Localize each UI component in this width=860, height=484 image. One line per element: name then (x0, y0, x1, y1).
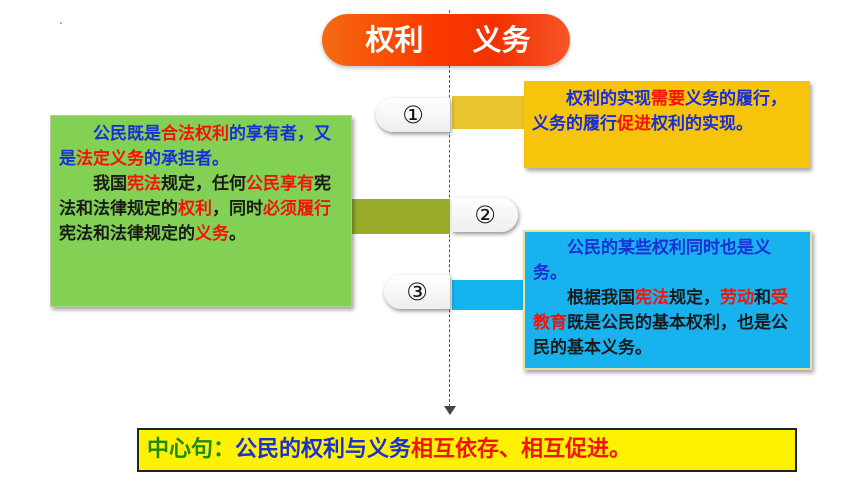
text-run: 公民的某些权利同时也是义务。 (533, 238, 771, 283)
text-run: 必须履行 (263, 199, 331, 219)
mutual-promotion-box: 权利的实现需要义务的履行，义务的履行促进权利的实现。 (524, 81, 810, 168)
text-run: 的承担者。 (144, 149, 229, 169)
text-run: 规定，任何 (161, 174, 246, 194)
text-run: 合法权利 (161, 124, 229, 144)
text-run: 促进 (617, 114, 651, 134)
text-run: 宪法和法律规定的 (59, 224, 195, 244)
text-run: 权利的实现。 (651, 114, 753, 134)
text-run: 宪法 (635, 288, 669, 308)
header-duties-label: 义务 (472, 23, 531, 57)
right-top-box-paragraph: 权利的实现需要义务的履行，义务的履行促进权利的实现。 (532, 87, 802, 137)
connector-bar-1 (452, 96, 526, 129)
summary-subject: 公民的权利与义务 (235, 437, 412, 462)
text-run: 义务的履行，义务的履行 (532, 89, 787, 134)
central-sentence-banner: 中心句：公民的权利与义务相互依存、相互促进。 (137, 428, 797, 472)
text-run: 。 (229, 224, 246, 244)
text-run: 法定义务 (76, 149, 144, 169)
text-run: 权利的实现 (566, 89, 651, 109)
axis-arrow-icon (444, 406, 456, 415)
text-run: 需要 (651, 89, 685, 109)
number-tab-2: ② (452, 198, 518, 232)
right-bottom-box-paragraph-2: 根据我国宪法规定，劳动和受教育既是公民的基本权利，也是公民的基本义务。 (533, 286, 802, 361)
text-run: 我国 (93, 174, 127, 194)
text-run: 义务 (195, 224, 229, 244)
text-run: 和 (754, 288, 771, 308)
connector-bar-2 (352, 199, 450, 234)
stray-dot (60, 22, 62, 24)
text-run: 公民既是 (93, 124, 161, 144)
number-tab-1: ① (376, 98, 450, 132)
text-run: 受教育 (533, 288, 788, 333)
text-run: 公民享有 (246, 174, 314, 194)
text-run: 根据我国 (567, 288, 635, 308)
text-run: 宪法和法律规定的 (59, 174, 331, 219)
header-pill (322, 14, 570, 66)
rights-also-duties-box: 公民的某些权利同时也是义务。 根据我国宪法规定，劳动和受教育既是公民的基本权利，… (523, 230, 812, 370)
connector-bar-3 (452, 280, 528, 310)
left-box-paragraph-2: 我国宪法规定，任何公民享有宪法和法律规定的权利，同时必须履行宪法和法律规定的义务… (59, 172, 343, 247)
text-run: 既是公民的基本权利，也是公民的基本义务。 (533, 313, 788, 358)
right-bottom-box-paragraph-1: 公民的某些权利同时也是义务。 (533, 236, 802, 286)
text-run: ，同时 (212, 199, 263, 219)
summary-highlight: 相互依存、相互促进。 (411, 437, 632, 462)
summary-lead: 中心句： (147, 437, 236, 462)
number-tab-3: ③ (384, 275, 450, 309)
text-run: 宪法 (127, 174, 161, 194)
text-run: 规定， (669, 288, 720, 308)
text-run: 权利 (178, 199, 212, 219)
rights-duties-holder-box: 公民既是合法权利的享有者，又是法定义务的承担者。 我国宪法规定，任何公民享有宪法… (50, 115, 352, 307)
left-box-paragraph-1: 公民既是合法权利的享有者，又是法定义务的承担者。 (59, 122, 343, 172)
header-rights-label: 权利 (365, 23, 424, 57)
text-run: 劳动 (720, 288, 754, 308)
text-run: 的享有者，又是 (59, 124, 331, 169)
